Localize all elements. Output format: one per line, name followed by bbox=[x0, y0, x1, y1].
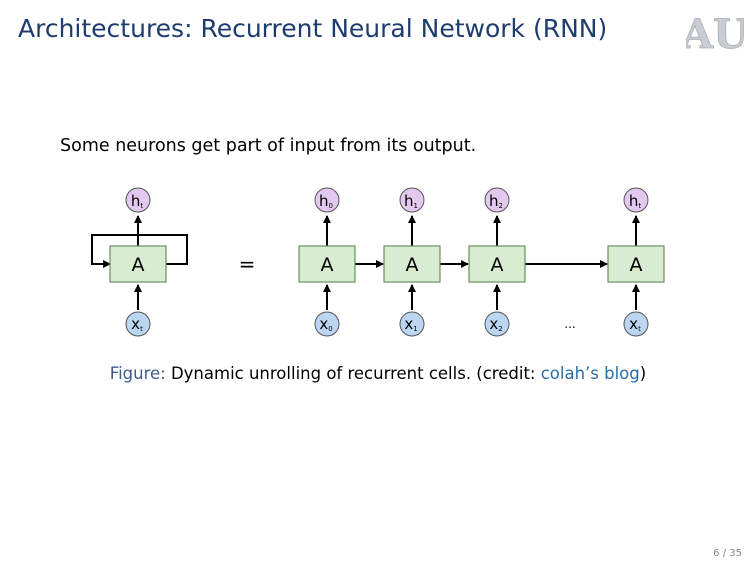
caption-prefix: Figure: bbox=[109, 364, 166, 383]
page-number: 6 / 35 bbox=[713, 548, 742, 559]
cell-box bbox=[468, 245, 526, 283]
ellipsis: ... bbox=[564, 317, 575, 331]
unrolled-unit-3: Aht xt bbox=[607, 187, 665, 337]
hidden-state-label: ht bbox=[131, 192, 144, 210]
hidden-state-node bbox=[399, 187, 425, 213]
slide-title: Architectures: Recurrent Neural Network … bbox=[18, 14, 608, 43]
input-node bbox=[314, 311, 340, 337]
cell-box bbox=[109, 245, 167, 283]
input-node bbox=[623, 311, 649, 337]
cell-label: A bbox=[132, 254, 145, 276]
folded-unit: Aht xt bbox=[109, 187, 167, 337]
intro-text: Some neurons get part of input from its … bbox=[60, 136, 477, 156]
input-node bbox=[399, 311, 425, 337]
cell-label: A bbox=[406, 254, 419, 276]
figure-caption: Figure: Dynamic unrolling of recurrent c… bbox=[0, 364, 756, 383]
caption-end: ) bbox=[639, 364, 647, 383]
equals-sign: = bbox=[239, 252, 256, 276]
caption-text: Dynamic unrolling of recurrent cells. (c… bbox=[165, 364, 541, 383]
hidden-state-node bbox=[484, 187, 510, 213]
cell-label: A bbox=[321, 254, 334, 276]
cell-label: A bbox=[491, 254, 504, 276]
input-label: xt bbox=[131, 315, 143, 333]
input-label: xt bbox=[629, 315, 641, 333]
hidden-state-node bbox=[314, 187, 340, 213]
caption-link[interactable]: colah’s blog bbox=[540, 364, 640, 383]
logo-text: AU bbox=[686, 11, 744, 56]
cell-label: A bbox=[630, 254, 643, 276]
hidden-state-label: ht bbox=[629, 192, 642, 210]
recurrent-loop-arrow bbox=[91, 234, 188, 268]
input-node bbox=[125, 311, 151, 337]
university-logo: AU bbox=[686, 11, 744, 56]
hidden-state-node bbox=[623, 187, 649, 213]
cell-box bbox=[383, 245, 441, 283]
cell-box bbox=[607, 245, 665, 283]
cell-box bbox=[298, 245, 356, 283]
hidden-state-node bbox=[125, 187, 151, 213]
input-node bbox=[484, 311, 510, 337]
